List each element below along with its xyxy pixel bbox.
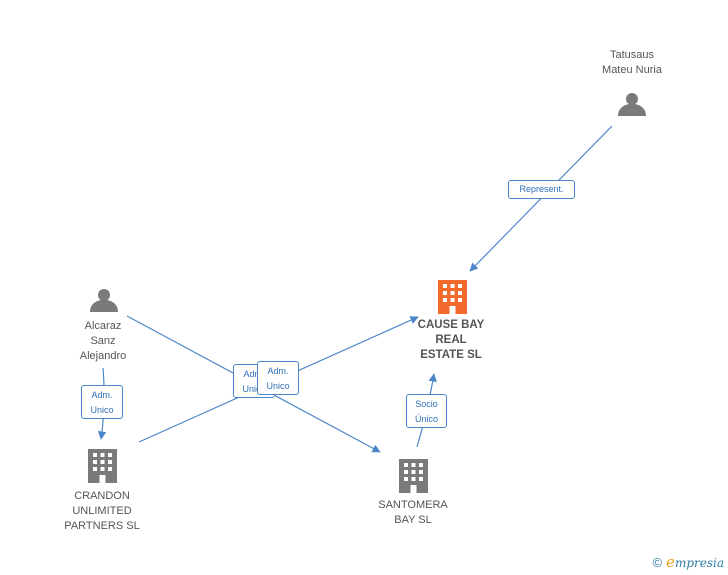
edge-label-adm-unico: Adm. Unico <box>81 385 123 419</box>
copyright-icon: © <box>652 554 663 570</box>
building-icon <box>88 449 117 483</box>
edge-label-represent: Represent. <box>508 180 575 199</box>
building-icon <box>399 459 428 493</box>
person-icon <box>618 93 646 116</box>
edge-label-socio-unico: Socio Único <box>406 394 447 428</box>
brand-logo[interactable]: empresia <box>666 553 724 571</box>
node-label-crandon[interactable]: CRANDON UNLIMITED PARTNERS SL <box>64 490 140 532</box>
node-label-santomera[interactable]: SANTOMERA BAY SL <box>378 499 448 526</box>
node-label-cause-bay[interactable]: CAUSE BAY REAL ESTATE SL <box>417 319 485 361</box>
brand-initial: e <box>666 553 675 571</box>
edge-label-adm-unico: Adm. Unico <box>257 361 299 395</box>
building-icon <box>438 280 467 314</box>
footer: © empresia <box>652 553 724 571</box>
node-label-alcaraz[interactable]: Alcaraz Sanz Alejandro <box>79 320 127 362</box>
brand-name: mpresia <box>674 556 724 570</box>
node-label-tatusaus[interactable]: Tatusaus Mateu Nuria <box>602 49 662 76</box>
person-icon <box>90 289 118 312</box>
